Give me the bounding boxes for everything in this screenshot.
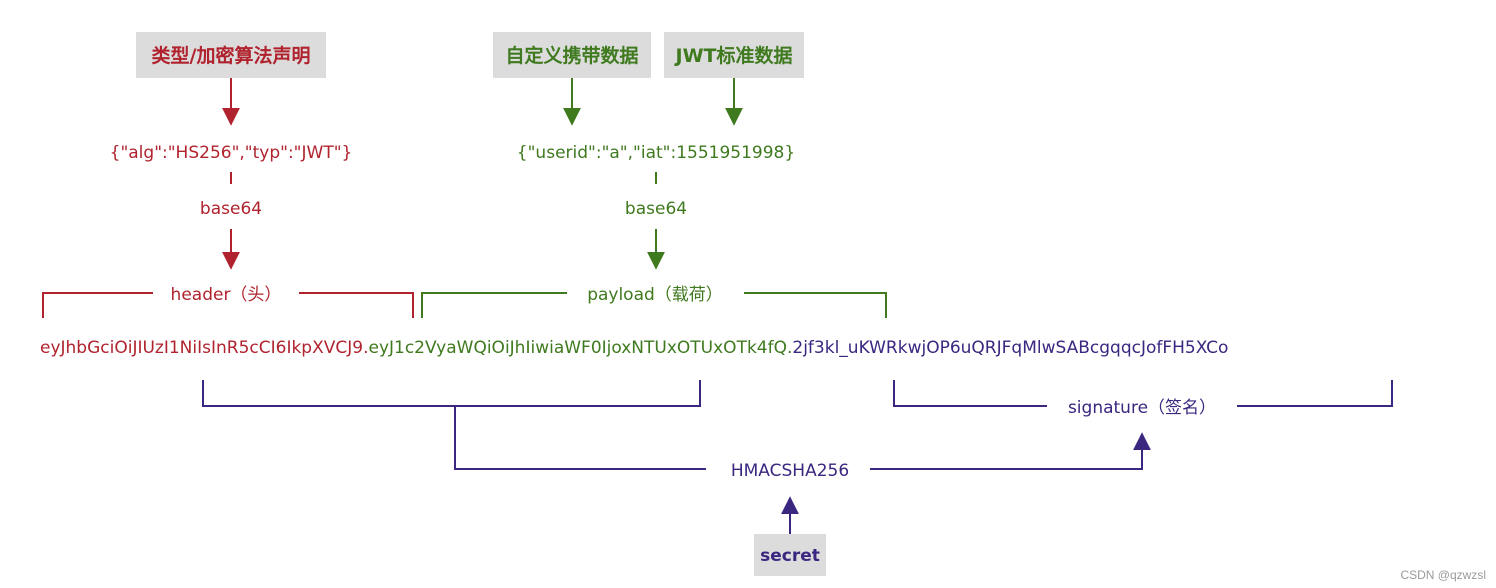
- signature-bracket-label: signature（签名）: [1068, 398, 1216, 418]
- signing-input-bracket: [202, 380, 701, 407]
- payload-standard-tag: JWT标准数据: [674, 44, 793, 67]
- hmac-output-arrow: [870, 432, 1151, 470]
- header-token: eyJhbGciOiJIUzI1NiIsInR5cCI6IkpXVCJ9.: [40, 338, 368, 358]
- header-bracket: [42, 292, 414, 318]
- payload-custom-tag-box: [493, 32, 651, 78]
- header-encoding: base64: [200, 199, 262, 219]
- header-json: {"alg":"HS256","typ":"JWT"}: [110, 143, 353, 163]
- header-bracket-label: header（头）: [171, 285, 282, 305]
- payload-encoding: base64: [625, 199, 687, 219]
- payload-token: eyJ1c2VyaWQiOiJhIiwiaWF0IjoxNTUxOTUxOTk4…: [368, 338, 792, 358]
- payload-standard-tag-box: [664, 32, 804, 78]
- jwt-token: eyJhbGciOiJIUzI1NiIsInR5cCI6IkpXVCJ9.eyJ…: [40, 338, 1228, 358]
- payload-custom-tag: 自定义携带数据: [505, 44, 638, 67]
- payload-json: {"userid":"a","iat":1551951998}: [517, 143, 795, 163]
- payload-bracket-label: payload（载荷）: [587, 285, 723, 305]
- secret-box: [754, 534, 826, 576]
- signature-token: 2jf3kl_uKWRkwjOP6uQRJFqMlwSABcgqqcJofFH5…: [792, 338, 1228, 358]
- signature-bracket: [893, 380, 1393, 407]
- header-tag-box: [136, 32, 326, 78]
- hmac-algorithm: HMACSHA256: [731, 461, 849, 481]
- header-tag: 类型/加密算法声明: [152, 44, 311, 67]
- hmac-input-line: [454, 406, 706, 470]
- watermark: CSDN @qzwzsl: [1400, 568, 1486, 582]
- secret-label: secret: [760, 546, 820, 566]
- payload-bracket: [421, 292, 887, 318]
